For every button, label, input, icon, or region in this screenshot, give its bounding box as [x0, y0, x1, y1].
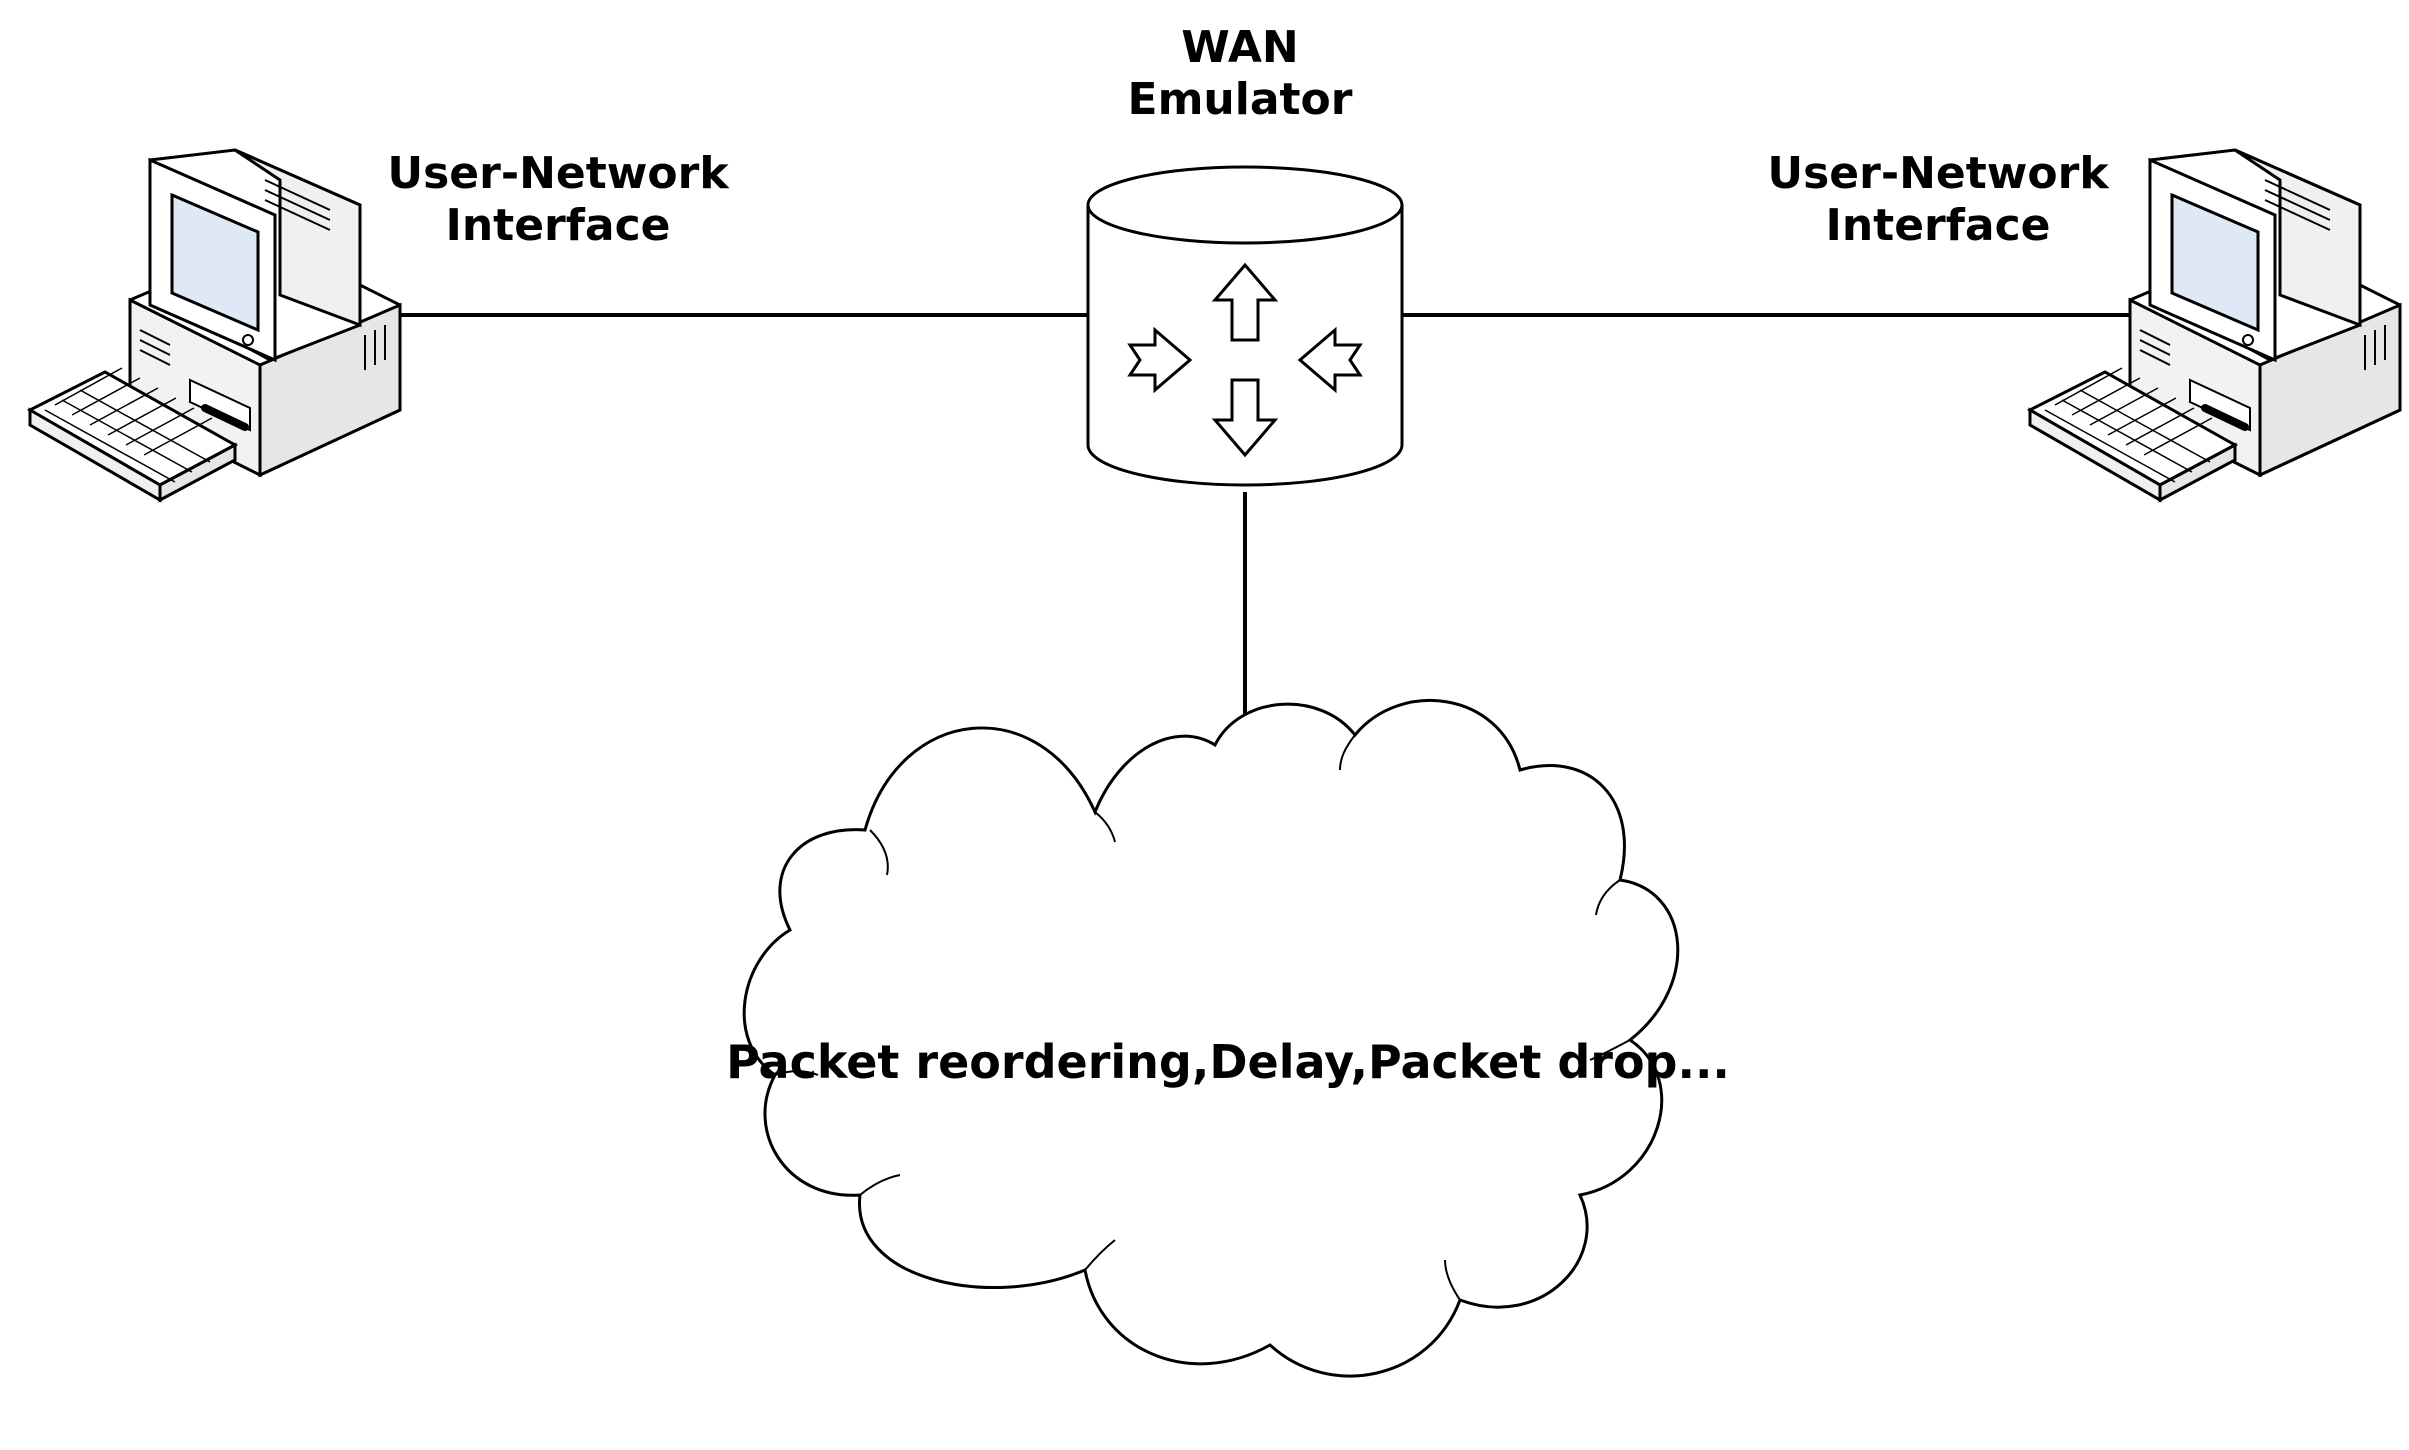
right-host-label-line2: Interface: [1825, 200, 2050, 251]
cloud-icon: [742, 699, 1680, 1378]
left-host-label-line2: Interface: [445, 200, 670, 251]
emulator-title-line2: Emulator: [1128, 74, 1353, 125]
right-host-label-line1: User-Network: [1767, 148, 2110, 199]
right-host-computer-icon: [2030, 150, 2400, 525]
left-host-computer-icon: [30, 150, 400, 525]
emulator-title-line1: WAN: [1181, 22, 1298, 73]
router-cylinder-icon: [1086, 165, 1404, 487]
cloud-text: Packet reordering,Delay,Packet drop...: [726, 1035, 1730, 1089]
left-host-label-line1: User-Network: [387, 148, 730, 199]
